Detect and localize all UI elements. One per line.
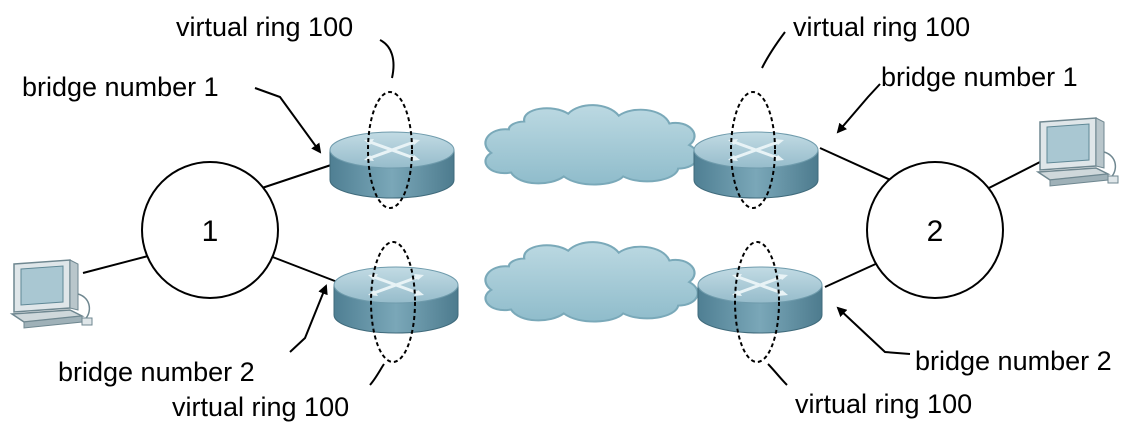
computer-right <box>1037 117 1119 187</box>
link-ring2-pc2 <box>984 161 1041 191</box>
link-ring1-bridge1 <box>261 161 341 189</box>
label-bridge-number-top-right: bridge number 1 <box>881 62 1078 92</box>
link-bridge1r-ring2 <box>819 147 896 183</box>
label-bridge-number-top-left: bridge number 1 <box>22 72 219 102</box>
leader-vring-bottom-right <box>767 363 788 386</box>
links <box>82 147 1041 288</box>
token-ring-1: 1 <box>141 161 279 299</box>
virtual-ring-marker-top-right <box>730 91 776 209</box>
leaders <box>254 31 911 386</box>
virtual-ring-marker-bottom-left <box>370 241 416 363</box>
token-ring-2: 2 <box>866 161 1004 299</box>
leader-bridge-top-right <box>836 83 881 134</box>
link-ring1-bridge2 <box>269 255 341 284</box>
leader-bridge-bottom-right <box>836 306 911 355</box>
virtual-ring-marker-bottom-right <box>734 241 780 363</box>
computer-left <box>11 259 93 329</box>
label-virtual-ring-top-left: virtual ring 100 <box>176 12 353 42</box>
ring-1-number: 1 <box>202 215 219 248</box>
router-top-left <box>328 130 456 200</box>
leader-vring-bottom-left <box>369 363 385 386</box>
label-virtual-ring-top-right: virtual ring 100 <box>793 12 970 42</box>
wan-cloud-bottom <box>484 241 699 323</box>
router-bottom-right <box>696 265 824 335</box>
wan-cloud-top <box>484 104 699 186</box>
label-bridge-number-bottom-right: bridge number 2 <box>915 346 1112 376</box>
router-top-right <box>692 130 820 200</box>
label-bridge-number-bottom-left: bridge number 2 <box>58 357 255 387</box>
ring-2-number: 2 <box>927 215 944 248</box>
link-bridge2r-ring2 <box>824 261 881 288</box>
label-virtual-ring-bottom-left: virtual ring 100 <box>172 392 349 422</box>
leader-bridge-bottom-left <box>289 284 328 353</box>
leader-bridge-top-left <box>254 87 322 154</box>
leader-vring-top-right <box>761 31 786 69</box>
virtual-ring-marker-top-left <box>367 91 413 209</box>
link-pc1-ring1 <box>82 254 153 274</box>
router-bottom-left <box>332 265 460 335</box>
leader-vring-top-left <box>379 39 395 79</box>
label-virtual-ring-bottom-right: virtual ring 100 <box>795 389 972 419</box>
